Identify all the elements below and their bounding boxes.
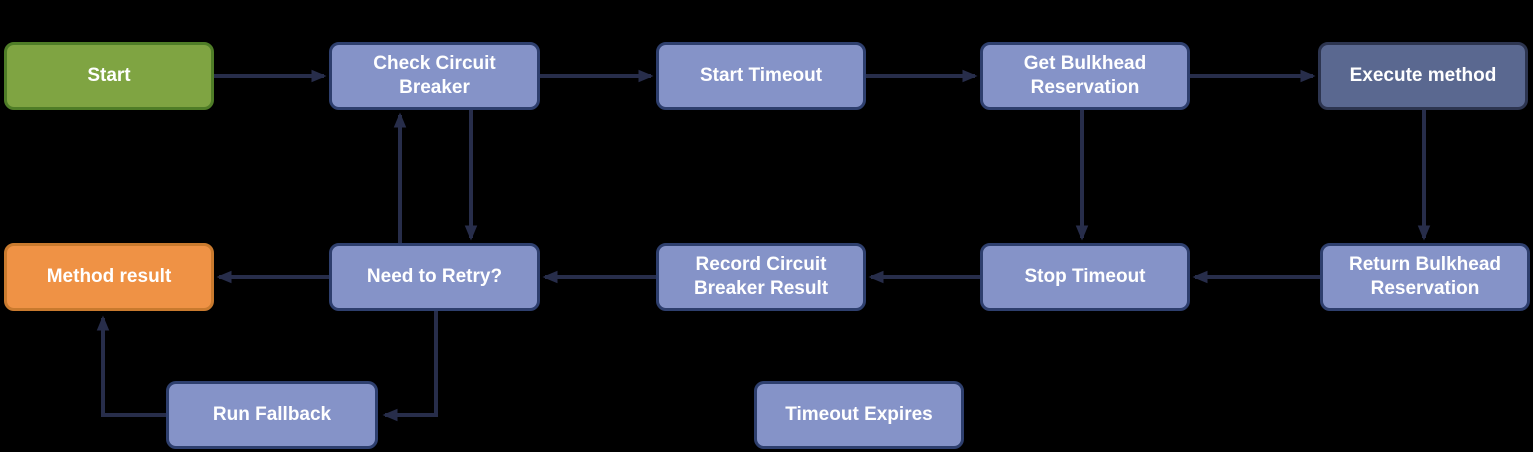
node-check-circuit-breaker: Check Circuit Breaker xyxy=(329,42,540,110)
node-return-bulkhead-reservation: Return Bulkhead Reservation xyxy=(1320,243,1530,311)
node-timeout-expires: Timeout Expires xyxy=(754,381,964,449)
node-get-bulkhead-reservation: Get Bulkhead Reservation xyxy=(980,42,1190,110)
node-execute-method-label: Execute method xyxy=(1349,65,1497,87)
node-method-result: Method result xyxy=(4,243,214,311)
node-need-to-retry-label: Need to Retry? xyxy=(366,266,503,288)
node-return-bulkhead-reservation-label: Return Bulkhead Reservation xyxy=(1348,254,1502,299)
node-run-fallback-label: Run Fallback xyxy=(212,404,332,426)
node-start-timeout-label: Start Timeout xyxy=(699,65,823,87)
node-check-circuit-breaker-label: Check Circuit Breaker xyxy=(373,53,496,98)
node-timeout-expires-label: Timeout Expires xyxy=(785,404,933,426)
node-run-fallback: Run Fallback xyxy=(166,381,378,449)
edge-run-fallback-to-method-result xyxy=(96,315,166,417)
edge-need-to-retry-to-run-fallback xyxy=(382,311,438,422)
node-method-result-label: Method result xyxy=(46,266,172,288)
node-start: Start xyxy=(4,42,214,110)
node-get-bulkhead-reservation-label: Get Bulkhead Reservation xyxy=(1023,53,1147,98)
node-execute-method: Execute method xyxy=(1318,42,1528,110)
node-need-to-retry: Need to Retry? xyxy=(329,243,540,311)
node-stop-timeout: Stop Timeout xyxy=(980,243,1190,311)
node-record-circuit-breaker-result: Record Circuit Breaker Result xyxy=(656,243,866,311)
node-start-timeout: Start Timeout xyxy=(656,42,866,110)
node-stop-timeout-label: Stop Timeout xyxy=(1024,266,1146,288)
node-start-label: Start xyxy=(87,65,131,87)
node-record-circuit-breaker-result-label: Record Circuit Breaker Result xyxy=(693,254,829,299)
